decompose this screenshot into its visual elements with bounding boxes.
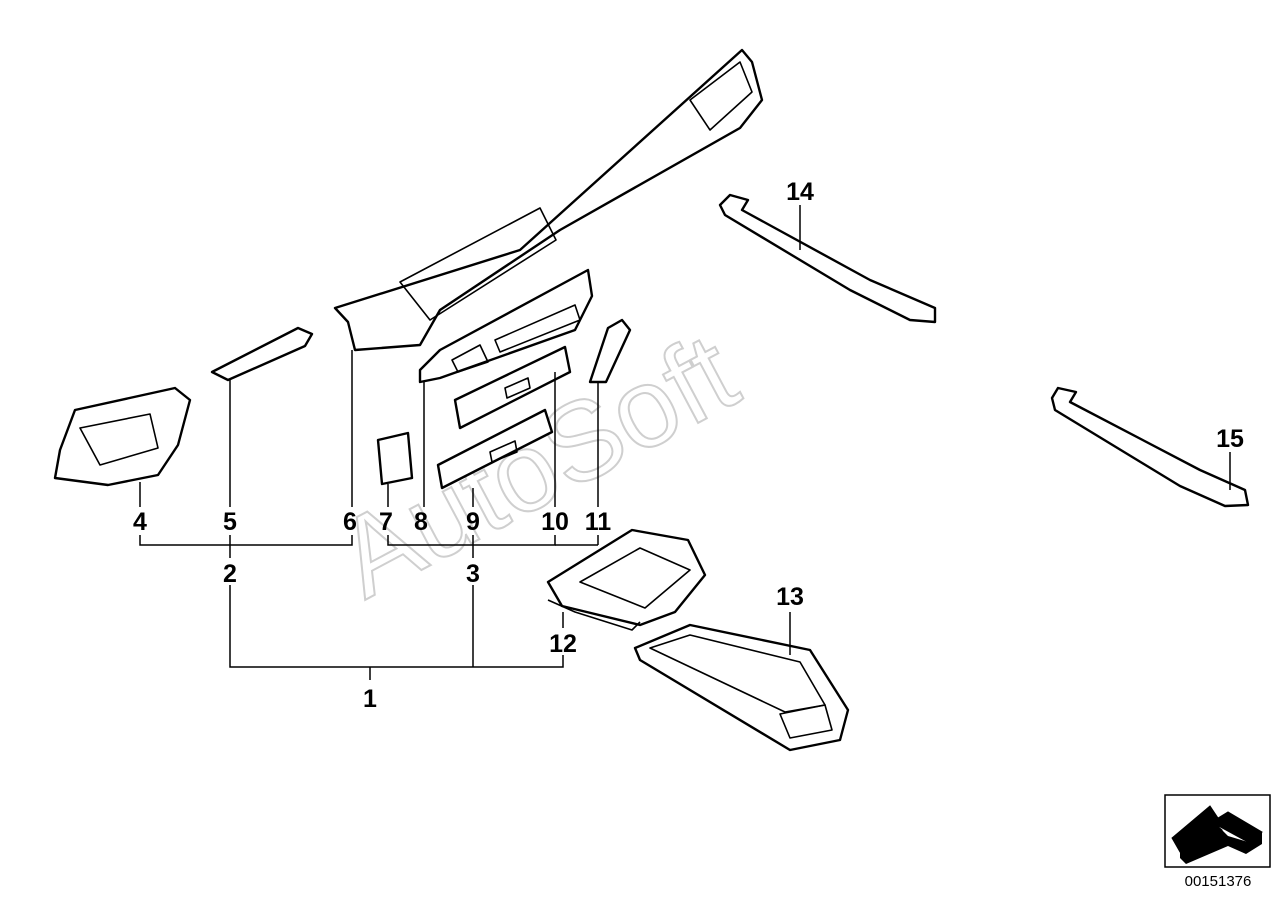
- part-9-lower-bezel: [436, 408, 554, 490]
- part-13-console-panel: [633, 623, 850, 752]
- callout-6: 6: [343, 508, 357, 536]
- callout-1: 1: [363, 685, 377, 713]
- part-12-console-tray: [546, 528, 707, 631]
- callout-12: 12: [549, 630, 577, 658]
- callout-9: 9: [466, 508, 480, 536]
- part-11-vertical-trim: [588, 318, 632, 384]
- leader-lines: [139, 205, 1231, 680]
- orientation-symbol: [1164, 794, 1271, 868]
- part-4-dash-insert-left: [53, 386, 192, 487]
- part-10-middle-bezel: [453, 345, 572, 430]
- part-5-trim-strip: [210, 326, 314, 382]
- part-15-trim-strip: [1050, 386, 1250, 508]
- callout-2: 2: [223, 560, 237, 588]
- callout-13: 13: [776, 583, 804, 611]
- part-7-cover: [376, 431, 414, 486]
- callout-5: 5: [223, 508, 237, 536]
- part-dashboard-trim: [333, 48, 764, 352]
- callout-4: 4: [133, 508, 147, 536]
- part-8-center-bezel: [418, 268, 594, 384]
- callout-10: 10: [541, 508, 569, 536]
- callout-11: 11: [585, 508, 612, 536]
- drawing-number: 00151376: [1185, 873, 1252, 890]
- callout-15: 15: [1216, 425, 1244, 453]
- callout-8: 8: [414, 508, 428, 536]
- part-14-trim-strip: [718, 193, 937, 324]
- callout-7: 7: [379, 508, 393, 536]
- callout-14: 14: [786, 178, 814, 206]
- callout-3: 3: [466, 560, 480, 588]
- callout-labels: 1 2 3 4 5 6 7 8 9 10 11 12 13 14 15: [133, 178, 1244, 713]
